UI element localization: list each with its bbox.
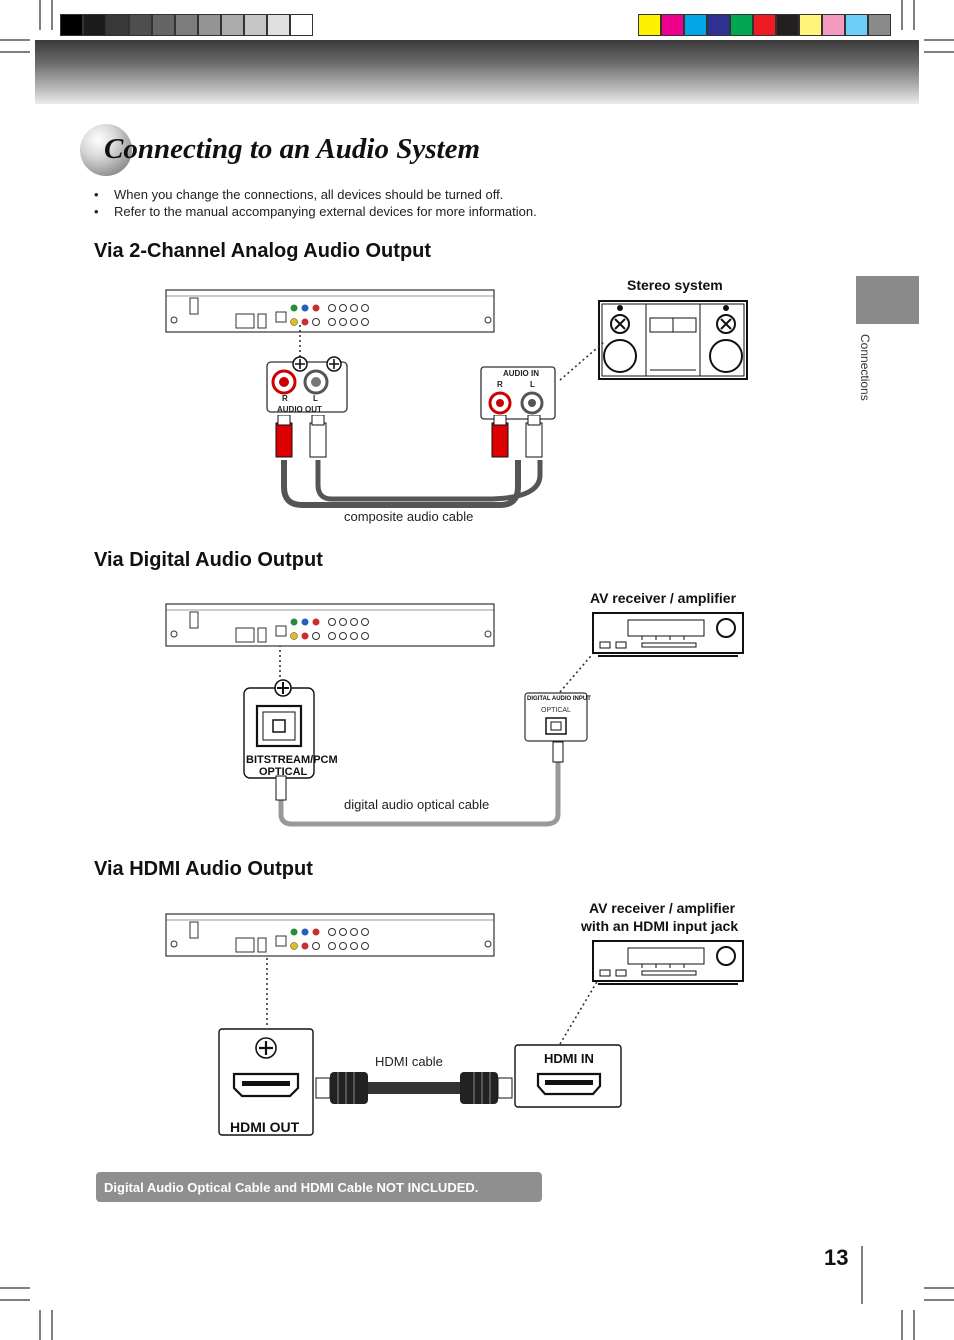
color-swatch xyxy=(290,14,313,36)
audio-in-l-label: L xyxy=(530,380,535,389)
hdmi-out-label: HDMI OUT xyxy=(230,1119,300,1135)
color-swatch xyxy=(661,14,684,36)
stereo-system-label: Stereo system xyxy=(627,277,723,293)
digital-input-optical-label: OPTICAL xyxy=(541,707,571,714)
color-swatch xyxy=(753,14,776,36)
audio-in-label: AUDIO IN xyxy=(503,369,539,378)
hdmi-in-jack-panel xyxy=(514,1044,622,1113)
color-swatch xyxy=(60,14,83,36)
optical-cable xyxy=(275,741,564,827)
bullet-text: When you change the connections, all dev… xyxy=(114,187,504,202)
player-back-panel-2 xyxy=(165,603,495,647)
hdmi-cable-label: HDMI cable xyxy=(375,1054,443,1069)
composite-audio-cable xyxy=(275,415,543,508)
note-box xyxy=(96,1172,542,1202)
color-swatch xyxy=(868,14,891,36)
audio-out-r-label: R xyxy=(282,394,288,403)
hdmi-cable xyxy=(315,1072,513,1104)
audio-out-label: AUDIO OUT xyxy=(277,405,322,414)
bullet-item: •Refer to the manual accompanying extern… xyxy=(94,204,537,219)
hdmi-receiver-label-1: AV receiver / amplifier xyxy=(589,900,736,916)
audio-in-r-label: R xyxy=(497,380,503,389)
color-swatch xyxy=(684,14,707,36)
av-receiver-label: AV receiver / amplifier xyxy=(590,590,737,606)
color-swatch xyxy=(244,14,267,36)
bullet-item: •When you change the connections, all de… xyxy=(94,187,504,202)
hdmi-receiver-label-2: with an HDMI input jack xyxy=(581,918,739,934)
gray-swatch-bar xyxy=(60,14,313,36)
hdmi-out-jack-panel xyxy=(218,1028,314,1141)
page-number: 13 xyxy=(824,1245,849,1270)
color-swatch xyxy=(822,14,845,36)
color-swatch xyxy=(152,14,175,36)
color-swatch xyxy=(638,14,661,36)
title-sphere-icon xyxy=(80,124,132,176)
composite-cable-label: composite audio cable xyxy=(344,509,474,524)
digital-audio-input-panel xyxy=(524,692,588,749)
color-swatch xyxy=(730,14,753,36)
digital-audio-input-label: DIGITAL AUDIO INPUT xyxy=(527,696,591,702)
page-title: Connecting to an Audio System xyxy=(104,133,480,165)
audio-out-l-label: L xyxy=(313,394,318,403)
side-tab xyxy=(856,276,919,324)
hdmi-av-receiver-icon xyxy=(592,940,744,991)
color-swatch-bar xyxy=(638,14,891,36)
color-swatch xyxy=(83,14,106,36)
av-receiver-icon xyxy=(592,612,744,663)
color-swatch xyxy=(707,14,730,36)
header-band xyxy=(35,40,919,104)
optical-cable-label: digital audio optical cable xyxy=(344,797,490,812)
section-heading-digital: Via Digital Audio Output xyxy=(94,549,323,571)
color-swatch xyxy=(799,14,822,36)
color-swatch xyxy=(267,14,290,36)
bullet-text: Refer to the manual accompanying externa… xyxy=(114,204,537,219)
player-back-panel-3 xyxy=(165,913,495,957)
bullet-list: •When you change the connections, all de… xyxy=(94,186,537,220)
audio-in-jack-panel xyxy=(480,366,556,425)
color-swatch xyxy=(129,14,152,36)
side-tab-label: Connections xyxy=(858,334,872,401)
not-included-note: Digital Audio Optical Cable and HDMI Cab… xyxy=(104,1180,479,1195)
color-swatch xyxy=(221,14,244,36)
color-swatch xyxy=(106,14,129,36)
stereo-system-icon xyxy=(598,300,748,387)
optical-label: OPTICAL xyxy=(259,766,308,778)
color-swatch xyxy=(198,14,221,36)
color-swatch xyxy=(845,14,868,36)
audio-out-jack-panel xyxy=(266,356,348,419)
section-heading-hdmi: Via HDMI Audio Output xyxy=(94,858,313,880)
section-heading-analog: Via 2-Channel Analog Audio Output xyxy=(94,240,432,262)
color-swatch xyxy=(175,14,198,36)
player-back-panel-1 xyxy=(165,289,495,333)
bitstream-pcm-label: BITSTREAM/PCM xyxy=(246,754,338,766)
hdmi-in-label: HDMI IN xyxy=(544,1051,594,1066)
color-swatch xyxy=(776,14,799,36)
